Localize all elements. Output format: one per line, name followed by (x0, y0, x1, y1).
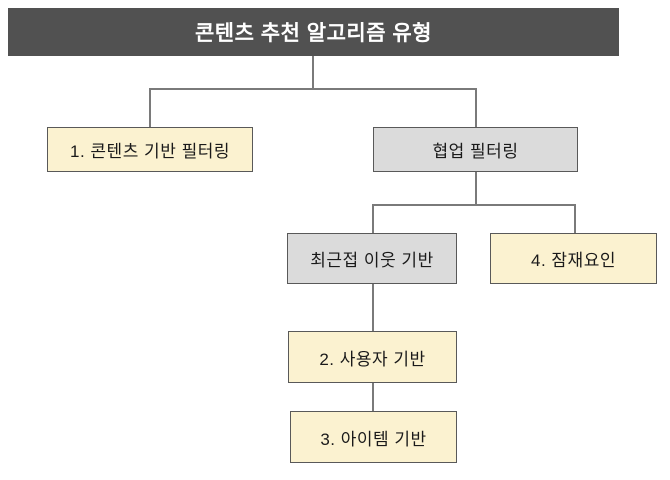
connector-to-user-based (372, 284, 374, 331)
node-nearest-neighbor-based: 최근접 이웃 기반 (287, 233, 457, 284)
connector-level2-horizontal (372, 204, 576, 206)
connector-to-item-based (372, 383, 374, 411)
node-label: 1. 콘텐츠 기반 필터링 (70, 142, 230, 161)
node-label: 협업 필터링 (432, 142, 519, 161)
node-latent-factor: 4. 잠재요인 (490, 233, 657, 284)
node-label: 최근접 이웃 기반 (310, 251, 434, 270)
connector-to-collaborative (475, 88, 477, 128)
connector-to-latent-factor (574, 204, 576, 234)
connector-to-content-based (149, 88, 151, 128)
node-item-based: 3. 아이템 기반 (290, 411, 457, 463)
node-label: 2. 사용자 기반 (319, 349, 426, 369)
connector-root-down (312, 56, 314, 89)
connector-collaborative-down (475, 172, 477, 205)
node-content-based-filtering: 1. 콘텐츠 기반 필터링 (47, 127, 253, 172)
node-label: 3. 아이템 기반 (320, 429, 427, 449)
node-user-based: 2. 사용자 기반 (288, 331, 457, 383)
diagram-root-node: 콘텐츠 추천 알고리즘 유형 (8, 8, 619, 56)
node-collaborative-filtering: 협업 필터링 (373, 127, 578, 172)
diagram-title: 콘텐츠 추천 알고리즘 유형 (194, 22, 433, 45)
node-label: 4. 잠재요인 (531, 251, 616, 270)
connector-level1-horizontal (149, 88, 477, 90)
connector-to-nearest-neighbor (372, 204, 374, 234)
